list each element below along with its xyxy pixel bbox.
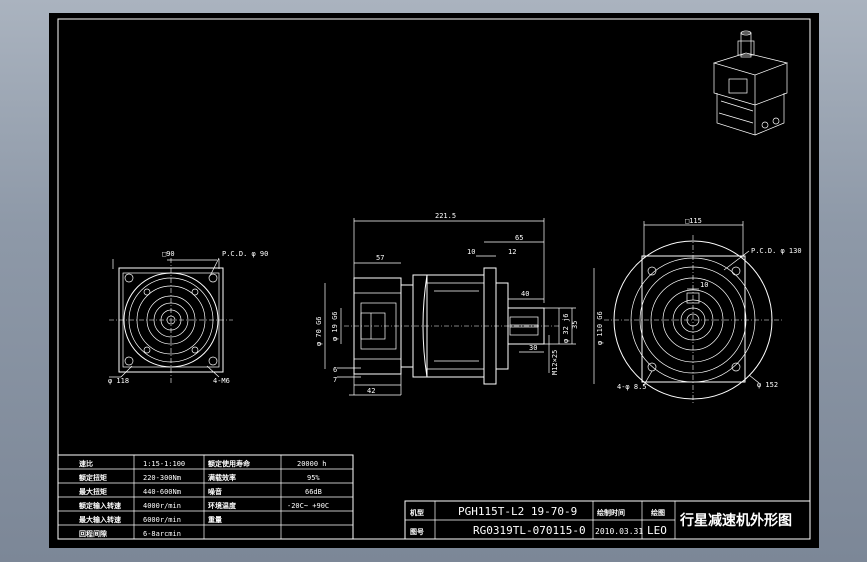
spec-value-4-1: 6000r/min [143,516,181,524]
date-value: 2010.03.31 [595,527,643,536]
spec-value-3-1: 4000r/min [143,502,181,510]
model-value: PGH115T-L2 19-70-9 [458,505,577,518]
spec-value-0-2: 20000 h [297,460,327,468]
title-block: 机型 PGH115T-L2 19-70-9 图号 RG0319TL-070115… [404,500,811,540]
left-view: □90 P.C.D. φ 90 [108,250,268,385]
dim-flange-left: □90 [162,250,175,258]
dim-10: 10 [467,248,475,256]
spec-label-0-1: 速比 [79,459,93,468]
spec-value-2-2: 66dB [305,488,322,496]
drawing-no-value: RG0319TL-070115-0 [473,524,586,537]
right-view: □115 P.C.D. φ 130 [604,217,802,405]
spec-label-0-2: 额定使用寿命 [207,459,251,468]
dim-65: 65 [515,234,523,242]
dim-dia-152: φ 152 [757,381,778,389]
spec-value-2-1: 440-600Nm [143,488,181,496]
spec-value-5-1: 6-8arcmin [143,530,181,538]
dim-42: 42 [367,387,375,395]
spec-label-3-2: 环境温度 [208,501,237,510]
spec-label-2-2: 噪音 [208,487,222,496]
drawing-canvas[interactable]: □90 P.C.D. φ 90 [49,13,819,548]
dim-pcd-left: P.C.D. φ 90 [222,250,268,258]
spec-value-3-2: -20C~ +90C [287,502,329,510]
model-label: 机型 [410,508,424,517]
drawing-no-label: 图号 [410,527,424,536]
dim-key-m: M12×25 [551,350,559,375]
drawing-title: 行星减速机外形图 [679,512,792,529]
dim-holes-left: 4-M6 [213,377,230,385]
dim-dia-110: φ 110 G6 [596,311,604,345]
dim-dia-32: φ 32 j6 [562,313,570,343]
isometric-thumbnail [712,30,789,136]
drawing-svg: □90 P.C.D. φ 90 [57,18,811,540]
spec-label-1-1: 额定扭矩 [78,473,107,482]
dim-dia-19: φ 19 G6 [331,311,339,341]
spec-value-1-1: 220-300Nm [143,474,181,482]
dim-57: 57 [376,254,384,262]
spec-label-5-1: 回程间隙 [79,529,107,538]
dim-pcd-right: P.C.D. φ 130 [751,247,802,255]
dim-flange-right: □115 [685,217,702,225]
spec-table: 速比 1:15-1:100 额定使用寿命 20000 h 额定扭矩 220-30… [57,454,354,540]
dim-10b: 10 [700,281,708,289]
drawer-value: LEO [647,524,667,537]
spec-label-4-1: 最大输入转速 [79,515,121,524]
dim-overall: 221.5 [435,212,456,220]
dim-dia-118: φ 118 [108,377,129,385]
spec-value-1-2: 95% [307,474,320,482]
dim-6: 6 [333,366,337,374]
side-view: 221.5 65 10 12 57 [315,212,604,396]
spec-value-0-1: 1:15-1:100 [143,460,185,468]
dim-7: 7 [333,376,337,384]
dim-35: 35 [571,321,579,329]
dim-30: 30 [529,344,537,352]
dim-12: 12 [508,248,516,256]
spec-label-3-1: 额定输入转速 [78,501,121,510]
spec-label-2-1: 最大扭矩 [79,487,107,496]
dim-dia-70: φ 70 G6 [315,316,323,346]
dim-40: 40 [521,290,529,298]
drawer-label: 绘图 [651,508,665,517]
spec-label-4-2: 重量 [208,515,222,524]
spec-label-1-2: 满载效率 [208,473,236,482]
date-label: 绘制时间 [597,508,625,517]
dim-holes-right: 4-φ 8.5 [617,383,647,391]
